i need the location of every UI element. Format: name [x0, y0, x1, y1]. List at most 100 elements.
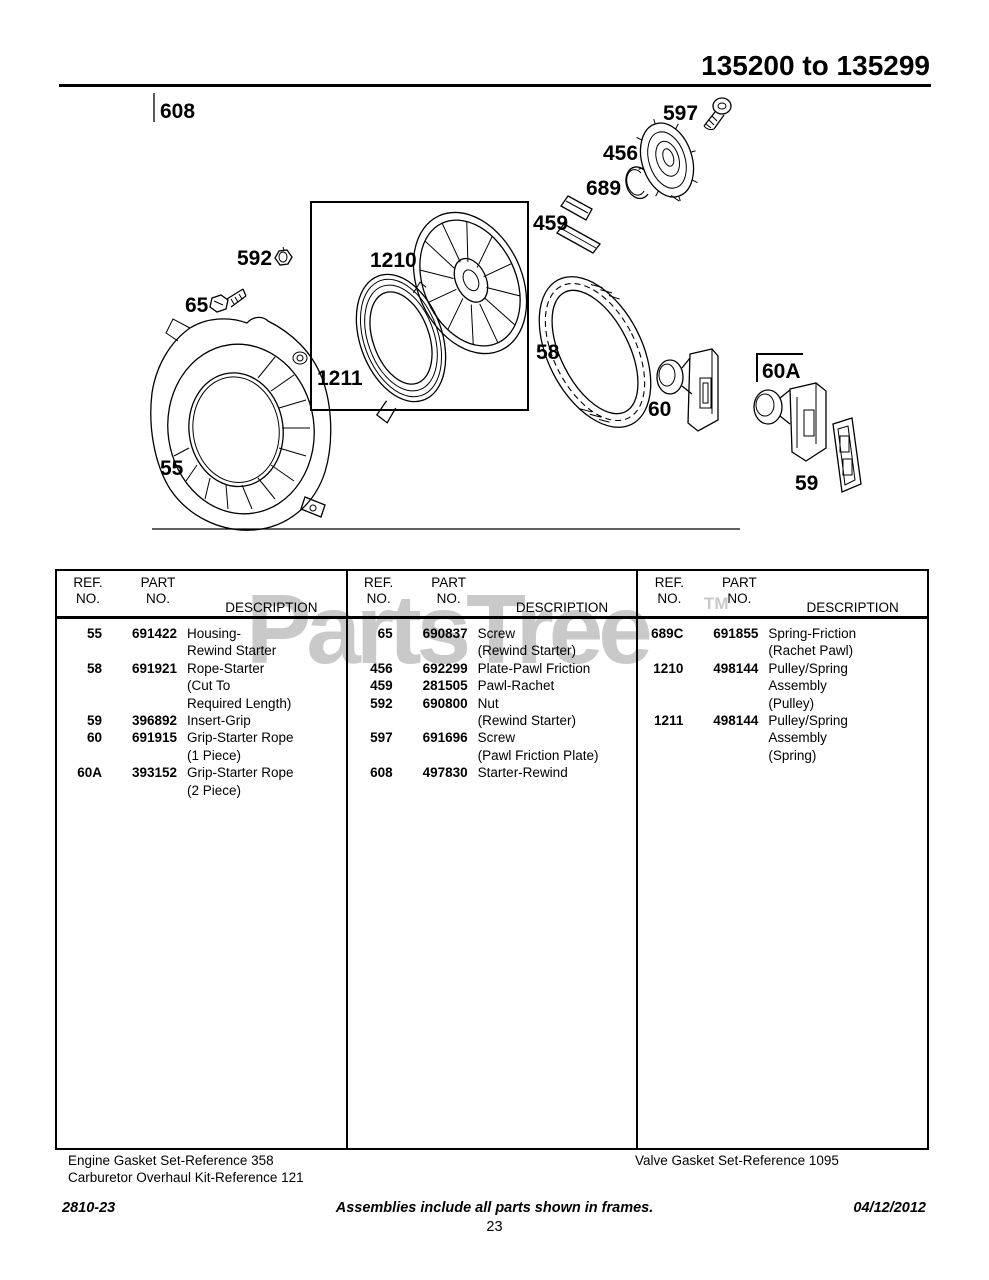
assemblies-note: Assemblies include all parts shown in fr…: [335, 1200, 654, 1216]
part-no-cell: 691422: [131, 626, 177, 641]
part-no-cell: 281505: [422, 678, 468, 694]
description-cell: Pulley/Spring Assembly (Pulley): [768, 660, 848, 711]
ref-no-cell: 60A: [77, 765, 102, 781]
table-row: 592 690800 Nut (Rewind Starter): [348, 695, 637, 730]
column-header: REF. NO. PART NO. DESCRIPTION: [57, 571, 346, 619]
document-number: 2810-23: [62, 1200, 116, 1216]
description-cell: Nut (Rewind Starter): [477, 695, 576, 729]
table-row: 1210 498144 Pulley/Spring Assembly (Pulley…: [638, 660, 927, 712]
engine-gasket-note: Engine Gasket Set-Reference 358: [68, 1153, 274, 1168]
part-no-header: PART NO.: [140, 575, 176, 606]
ref-no-cell: 58: [86, 660, 102, 676]
assembly-frame-1210-1211: [311, 202, 528, 410]
part-60-grip: [657, 349, 718, 431]
gasket-footnotes: Engine Gasket Set-Reference 358 Carburet…: [68, 1152, 304, 1186]
ref-no-cell: 608: [370, 765, 393, 781]
table-row: 58 691921 Rope-Starter (Cut To Required Le…: [57, 660, 346, 712]
table-row: 597 691696 Screw (Pawl Friction Plate): [348, 729, 637, 764]
description-cell: Starter-Rewind: [477, 765, 568, 781]
part-592-nut: [275, 247, 292, 265]
trademark-symbol: TM: [704, 594, 729, 613]
partstree-watermark: PartsTree: [246, 574, 653, 684]
callout-60: 60: [648, 398, 671, 421]
table-row: 459 281505 Pawl-Rachet: [348, 677, 637, 694]
ref-no-cell: 59: [86, 713, 102, 729]
callout-689: 689: [586, 177, 621, 200]
part-60A-grip: [754, 383, 826, 461]
ref-no-header: REF. NO.: [73, 575, 103, 606]
part-55-housing: [151, 317, 331, 530]
valve-gasket-note: Valve Gasket Set-Reference 1095: [635, 1153, 839, 1168]
description-cell: Insert-Grip: [187, 713, 251, 729]
callout-59: 59: [795, 472, 818, 495]
callout-60A: 60A: [762, 360, 801, 383]
part-no-cell: 691696: [422, 730, 468, 746]
part-59-insert: [833, 418, 861, 492]
part-1211-spring: [332, 262, 465, 425]
parts-diagram: 608 597 456 689 459: [0, 0, 989, 545]
page-title: 135200 to 135299: [701, 50, 930, 81]
table-row: 60A 393152 Grip-Starter Rope (2 Piece): [57, 764, 346, 799]
callout-1211: 1211: [317, 367, 363, 390]
ref-no-header: REF. NO.: [364, 575, 394, 606]
part-597-screw: [704, 98, 731, 130]
part-1210-pulley: [392, 194, 549, 372]
column-rows: 55 691422 Housing- Rewind Starter 58 691921…: [57, 619, 346, 799]
header-divider: [59, 84, 931, 87]
description-cell: Spring-Friction (Rachet Pawl): [768, 626, 857, 659]
table-row: 59 396892 Insert-Grip: [57, 712, 346, 729]
part-no-cell: 498144: [713, 660, 759, 676]
description-header: DESCRIPTION: [515, 600, 609, 615]
part-no-cell: 393152: [131, 765, 177, 781]
callout-1210: 1210: [370, 249, 417, 272]
table-row: 456 692299 Plate-Pawl Friction: [348, 660, 637, 677]
ref-no-cell: 456: [370, 660, 393, 676]
description-cell: Housing- Rewind Starter: [187, 626, 277, 659]
callout-456: 456: [603, 142, 638, 165]
description-cell: Plate-Pawl Friction: [477, 660, 591, 676]
description-cell: Grip-Starter Rope (2 Piece): [187, 765, 294, 798]
part-no-header: PART NO.: [431, 575, 467, 606]
ref-no-cell: 60: [86, 730, 102, 746]
ref-no-cell: 689C: [651, 626, 684, 641]
description-cell: Grip-Starter Rope (1 Piece): [187, 730, 294, 763]
carburetor-kit-note: Carburetor Overhaul Kit-Reference 121: [68, 1170, 304, 1185]
ref-no-header: REF. NO.: [654, 575, 684, 606]
parts-table: REF. NO. PART NO. DESCRIPTION 55 691422 Ho…: [55, 569, 929, 1150]
ref-no-cell: 592: [370, 695, 393, 711]
callout-459: 459: [533, 212, 568, 235]
ref-no-cell: 55: [86, 626, 102, 641]
revision-date: 04/12/2012: [853, 1200, 926, 1216]
description-header: DESCRIPTION: [225, 600, 318, 615]
part-no-cell: 692299: [422, 660, 468, 676]
part-58-rope: [516, 258, 673, 445]
ref-no-cell: 597: [370, 730, 393, 746]
ref-no-cell: 1210: [653, 660, 684, 676]
part-no-cell: 690800: [422, 695, 468, 711]
part-no-cell: 691921: [131, 660, 177, 676]
table-row: 55 691422 Housing- Rewind Starter: [57, 625, 346, 660]
description-cell: Pawl-Rachet: [477, 678, 555, 694]
part-no-cell: 498144: [713, 713, 759, 729]
part-no-cell: 396892: [131, 713, 177, 729]
callout-60A-bracket: [757, 354, 803, 382]
column-header: REF. NO. PART NO. DESCRIPTION: [638, 571, 928, 619]
ref-no-cell: 459: [370, 678, 393, 694]
part-no-cell: 690837: [422, 626, 468, 641]
page-number: 23: [486, 1219, 503, 1235]
description-cell: Rope-Starter (Cut To Required Length): [187, 660, 292, 711]
callout-55: 55: [160, 457, 184, 480]
ref-no-cell: 1211: [654, 713, 684, 729]
description-cell: Screw (Pawl Friction Plate): [477, 730, 599, 763]
callout-608: 608: [160, 100, 195, 123]
part-689-friction-spring: [626, 167, 648, 199]
description-cell: Screw (Rewind Starter): [477, 626, 576, 659]
